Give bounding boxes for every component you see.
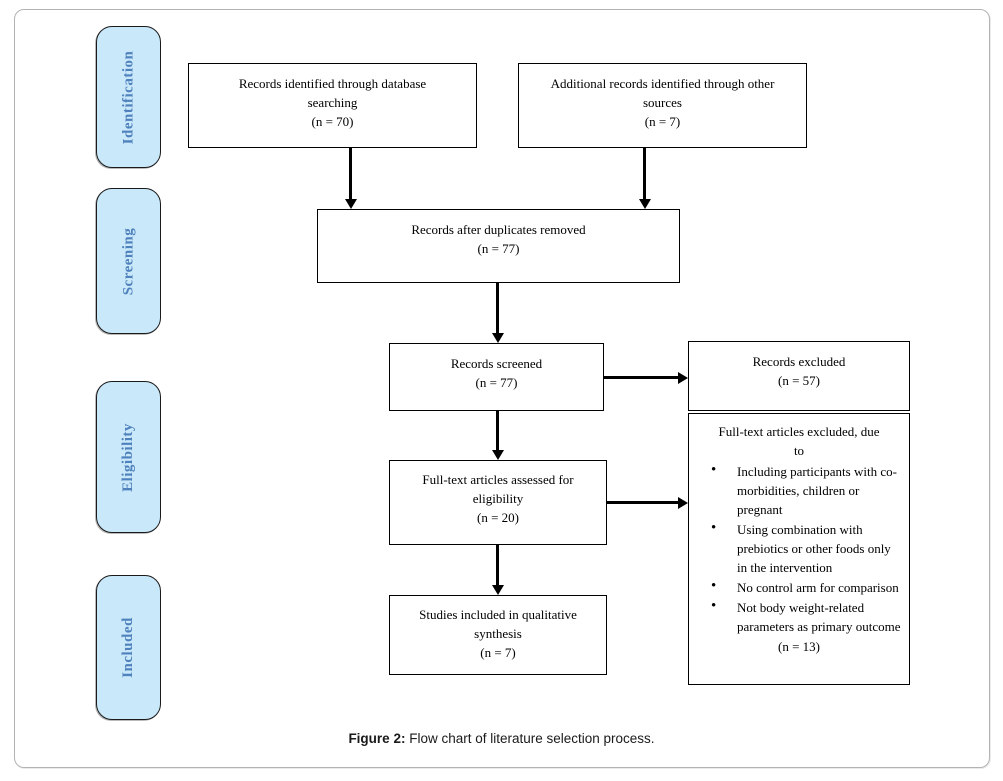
stage-screening-label: Screening [120,227,136,295]
box-text-line: sources [643,95,682,110]
box-text-line: Records screened [450,356,543,371]
box-text-line: Full-text articles excluded, due [718,424,880,439]
arrow-down-duplicates-to-screened [496,283,499,333]
exclusion-reason-list: Including participants with co-morbiditi… [689,461,909,636]
box-studies-included: Studies included in qualitative synthesi… [389,595,607,675]
box-count: (n = 57) [778,373,820,388]
box-text-line: Records identified through database [238,76,427,91]
exclusion-reason-item: No control arm for comparison [707,577,903,597]
exclusion-reason-item: Not body weight-related parameters as pr… [707,597,903,636]
box-text-line: Full-text articles assessed for [422,472,574,487]
box-count: (n = 7) [480,645,516,660]
box-count: (n = 7) [644,114,681,129]
box-fulltext-assessed: Full-text articles assessed for eligibil… [389,460,607,545]
figure-caption-text: Flow chart of literature selection proce… [405,731,655,746]
box-records-identified: Records identified through database sear… [188,63,477,148]
stage-screening: Screening [96,188,161,334]
arrow-right-fulltext-to-excluded [607,501,678,504]
figure-caption-label: Figure 2: [348,731,406,746]
box-fulltext-excluded: Full-text articles excluded, due to Incl… [688,413,910,685]
box-text-line: to [793,443,805,458]
stage-included-label: Included [119,617,136,678]
figure-caption: Figure 2: Flow chart of literature selec… [0,731,1003,746]
arrow-down-additional-to-duplicates [643,148,646,199]
arrow-right-screened-to-excluded [604,376,678,379]
arrow-down-screened-to-fulltext [496,411,499,450]
stage-eligibility: Eligibility [96,381,161,533]
box-count: (n = 70) [311,114,354,129]
box-text-line: Records excluded [752,354,846,369]
box-text-line: Additional records identified through ot… [550,76,775,91]
box-text-line: Studies included in qualitative [419,607,577,622]
box-count: (n = 77) [475,375,518,390]
box-text-line: Records after duplicates removed [411,222,586,237]
exclusion-reason-item: Including participants with co-morbiditi… [707,461,903,519]
arrow-down-identified-to-duplicates [349,148,352,199]
stage-identification: Identification [96,26,161,168]
box-text-line: searching [307,95,358,110]
stage-included: Included [96,575,161,720]
box-text-line: synthesis [474,626,522,641]
box-duplicates-removed: Records after duplicates removed (n = 77… [317,209,680,283]
box-count: (n = 20) [477,510,519,525]
stage-eligibility-label: Eligibility [120,422,137,492]
box-text-line: eligibility [472,491,524,506]
box-records-excluded: Records excluded (n = 57) [688,341,910,411]
stage-identification-label: Identification [120,50,137,144]
box-count: (n = 13) [778,639,820,654]
page-border [14,9,990,768]
box-records-screened: Records screened (n = 77) [389,343,604,411]
arrow-down-fulltext-to-included [496,545,499,585]
exclusion-reason-item: Using combination with prebiotics or oth… [707,519,903,577]
box-count: (n = 77) [477,241,520,256]
box-additional-records: Additional records identified through ot… [518,63,807,148]
